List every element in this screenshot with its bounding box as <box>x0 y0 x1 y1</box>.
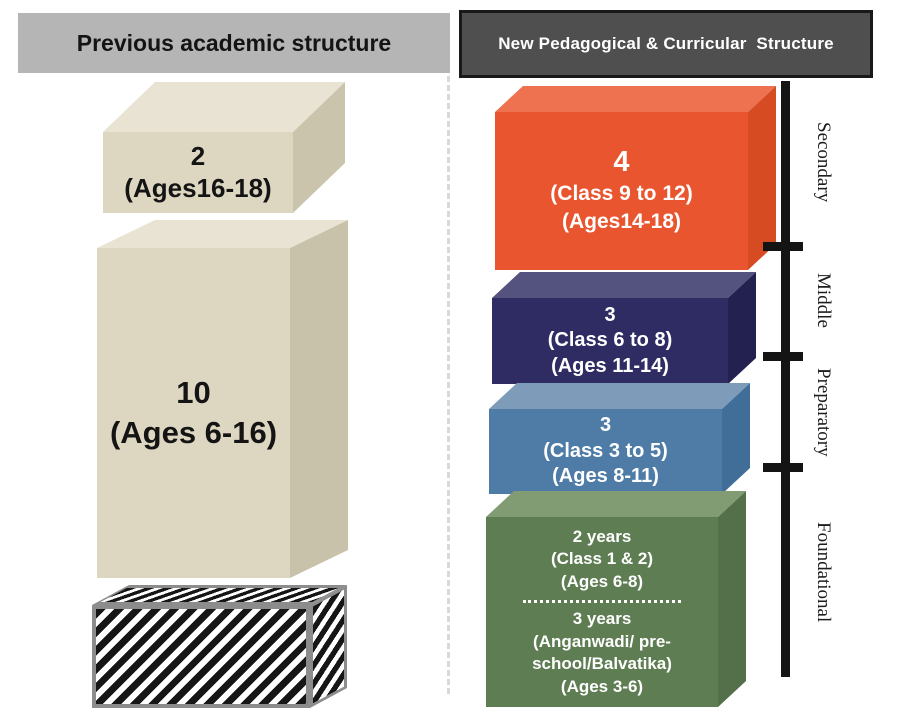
middle-ages: (Ages 11-14) <box>551 354 669 377</box>
previous-2yr-block-front-face: 2 (Ages16-18) <box>103 132 293 213</box>
stage-label-secondary: Secondary <box>800 81 846 243</box>
stage-foundational-top-face <box>486 491 746 517</box>
hatched-block-side-face <box>310 584 347 708</box>
middle-classes: (Class 6 to 8) <box>547 329 673 352</box>
stage-axis-tick-middle-preparatory <box>763 352 803 361</box>
secondary-ages: (Ages14-18) <box>561 210 682 234</box>
previous-structure-header: Previous academic structure <box>18 13 450 73</box>
stage-label-foundational: Foundational <box>800 468 846 677</box>
foundational-upper-years: 2 years <box>572 526 632 546</box>
previous-10yr-years: 10 <box>176 374 211 410</box>
secondary-classes: (Class 9 to 12) <box>550 182 693 206</box>
stage-axis-line <box>781 81 790 677</box>
previous-2yr-years: 2 <box>190 140 206 171</box>
stage-secondary-front-face: 4 (Class 9 to 12) (Ages14-18) <box>495 112 748 270</box>
stage-label-foundational-text: Foundational <box>813 522 834 623</box>
stage-middle-top-face <box>492 272 756 298</box>
stage-label-secondary-text: Secondary <box>813 121 834 203</box>
foundational-dotted-separator <box>523 600 681 604</box>
previous-10yr-block-side-face <box>290 219 348 578</box>
stage-label-middle: Middle <box>800 243 846 357</box>
previous-10yr-ages: (Ages 6-16) <box>109 415 278 450</box>
stage-label-middle-text: Middle <box>813 272 834 328</box>
new-structure-header: New Pedagogical & Curricular Structure <box>459 10 873 78</box>
previous-2yr-ages: (Ages16-18) <box>124 172 272 203</box>
panel-divider-dashed-line <box>447 76 450 694</box>
middle-years: 3 <box>604 303 616 326</box>
stage-label-preparatory: Preparatory <box>800 357 846 468</box>
foundational-lower-years: 3 years <box>572 609 632 629</box>
stage-foundational-front-face: 2 years (Class 1 & 2) (Ages 6-8) 3 years… <box>486 517 718 707</box>
hatched-block-front-face <box>92 605 310 708</box>
stage-preparatory-top-face <box>489 383 750 409</box>
stage-preparatory-front-face: 3 (Class 3 to 5) (Ages 8-11) <box>489 409 722 494</box>
stage-middle-front-face: 3 (Class 6 to 8) (Ages 11-14) <box>492 298 728 384</box>
hatched-block-top-face <box>92 585 347 605</box>
stage-axis-tick-secondary-middle <box>763 242 803 251</box>
foundational-lower-ages: (Ages 3-6) <box>560 676 644 696</box>
foundational-upper-ages: (Ages 6-8) <box>560 571 644 591</box>
stage-foundational-side-face <box>718 490 746 707</box>
preparatory-years: 3 <box>599 414 612 437</box>
previous-10yr-block-front-face: 10 (Ages 6-16) <box>97 248 290 578</box>
foundational-upper-classes: (Class 1 & 2) <box>550 549 654 569</box>
preparatory-classes: (Class 3 to 5) <box>543 439 668 462</box>
stage-secondary-top-face <box>495 86 776 112</box>
stage-label-preparatory-text: Preparatory <box>813 368 834 457</box>
preparatory-ages: (Ages 8-11) <box>552 465 659 488</box>
secondary-years: 4 <box>613 146 630 179</box>
foundational-lower-classes: (Anganwadi/ pre-school/Balvatika) <box>532 631 672 674</box>
stage-axis-tick-preparatory-foundational <box>763 463 803 472</box>
